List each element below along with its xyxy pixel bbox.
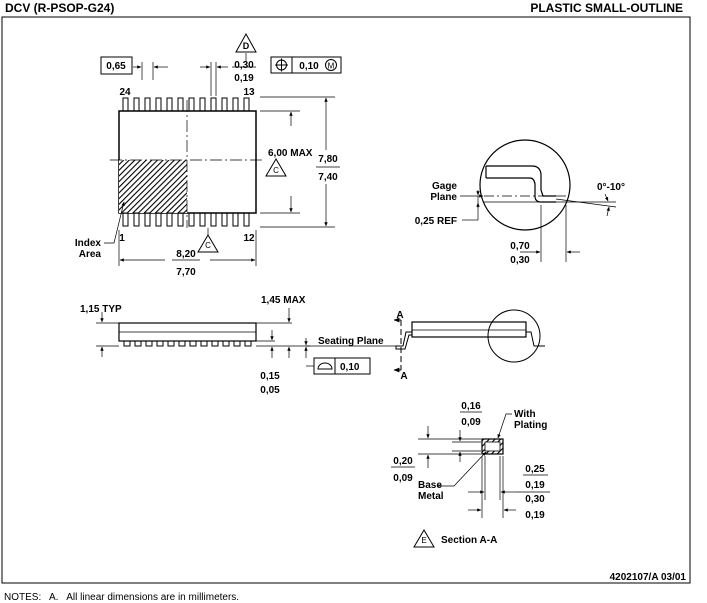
- detail-callout-circle: [487, 309, 541, 363]
- left-lead-detail: [395, 331, 412, 350]
- index-area-label: Index: [75, 238, 102, 249]
- height-max: 1,45 MAX: [261, 295, 306, 306]
- pin-1-label: 1: [119, 233, 125, 244]
- position-tolerance-frame: [270, 56, 342, 74]
- with-plating-label-2: Plating: [514, 420, 547, 431]
- overall-width-max: 7,80: [318, 154, 338, 165]
- foot-length-max: 0,70: [510, 241, 530, 252]
- body-width-max: 6,00 MAX: [268, 148, 313, 159]
- standoff-typ: 1,15 TYP: [80, 304, 122, 315]
- section-a-a: [413, 413, 550, 548]
- pitch-value: 0,65: [106, 61, 126, 72]
- gage-ref-value: 0,25 REF: [415, 216, 457, 227]
- gage-plane-label: Gage: [432, 181, 457, 192]
- datum-c-letter-right: C: [273, 166, 279, 175]
- section-marker-top: A: [396, 310, 403, 321]
- gage-plane-label-2: Plane: [430, 192, 457, 203]
- datum-e-letter: E: [421, 536, 426, 545]
- position-tolerance-value: 0,10: [299, 61, 319, 72]
- total-thick-min: 0,09: [393, 473, 413, 484]
- lead-thick-max: 0,16: [461, 401, 481, 412]
- width-b-max: 0,30: [525, 494, 545, 505]
- width-a-min: 0,19: [525, 480, 545, 491]
- total-thick-max: 0,20: [393, 456, 413, 467]
- top-leads: [122, 97, 250, 112]
- width-b-min: 0,19: [525, 510, 545, 521]
- lead-width-max: 0,30: [234, 60, 254, 71]
- side-lead-detail: [393, 309, 545, 373]
- package-code-title: DCV (R-PSOP-G24): [5, 1, 114, 15]
- mmc-letter: M: [328, 62, 335, 71]
- drawing-number: 4202107/A 03/01: [610, 572, 687, 583]
- lead-cross-section: [481, 438, 504, 455]
- pin-12-label: 12: [243, 233, 255, 244]
- package-body-detail: [411, 321, 527, 338]
- flatness-value: 0,10: [340, 362, 360, 373]
- mmc-modifier-icon: [325, 59, 337, 71]
- top-view: [100, 32, 342, 266]
- base-metal-label: Base: [418, 480, 442, 491]
- overall-width-min: 7,40: [318, 172, 338, 183]
- drawing-frame: [1, 16, 691, 584]
- with-plating-label: With: [514, 409, 536, 420]
- side-view: [96, 308, 398, 375]
- gage-plane-detail: [460, 139, 617, 262]
- datum-c-letter-bottom: C: [205, 241, 211, 250]
- datum-e-triangle: [413, 529, 435, 548]
- datum-d-triangle: [235, 32, 257, 53]
- datum-c-triangle-bottom: [197, 234, 219, 253]
- clearance-max: 0,15: [260, 371, 280, 382]
- lead-thick-min: 0,09: [461, 417, 481, 428]
- length-min: 7,70: [176, 267, 196, 278]
- section-marker-bottom: A: [400, 371, 407, 382]
- datum-c-triangle-right: [265, 158, 287, 177]
- lead-angle-value: 0°-10°: [597, 182, 625, 193]
- datum-d-letter: D: [243, 41, 250, 51]
- index-area-hatch: [119, 160, 187, 213]
- foot-length-min: 0,30: [510, 255, 530, 266]
- clearance-min: 0,05: [260, 385, 280, 396]
- pin-24-label: 24: [119, 87, 131, 98]
- package-type-title: PLASTIC SMALL-OUTLINE: [530, 1, 683, 15]
- flatness-frame: [313, 357, 371, 375]
- section-a-a-label: Section A-A: [441, 535, 497, 546]
- lead-width-min: 0,19: [234, 73, 254, 84]
- pin-13-label: 13: [243, 87, 255, 98]
- side-leads: [123, 341, 252, 347]
- detail-circle: [479, 139, 571, 231]
- base-metal-label-2: Metal: [418, 491, 444, 502]
- pitch-box: [100, 56, 133, 75]
- seating-plane-label: Seating Plane: [318, 336, 384, 347]
- length-max: 8,20: [176, 249, 196, 260]
- flatness-symbol-icon: [317, 362, 333, 370]
- dimension-note: NOTES: A. All linear dimensions are in m…: [4, 592, 239, 603]
- width-a-max: 0,25: [525, 464, 545, 475]
- bottom-leads: [122, 212, 250, 227]
- index-area-label-2: Area: [79, 249, 102, 260]
